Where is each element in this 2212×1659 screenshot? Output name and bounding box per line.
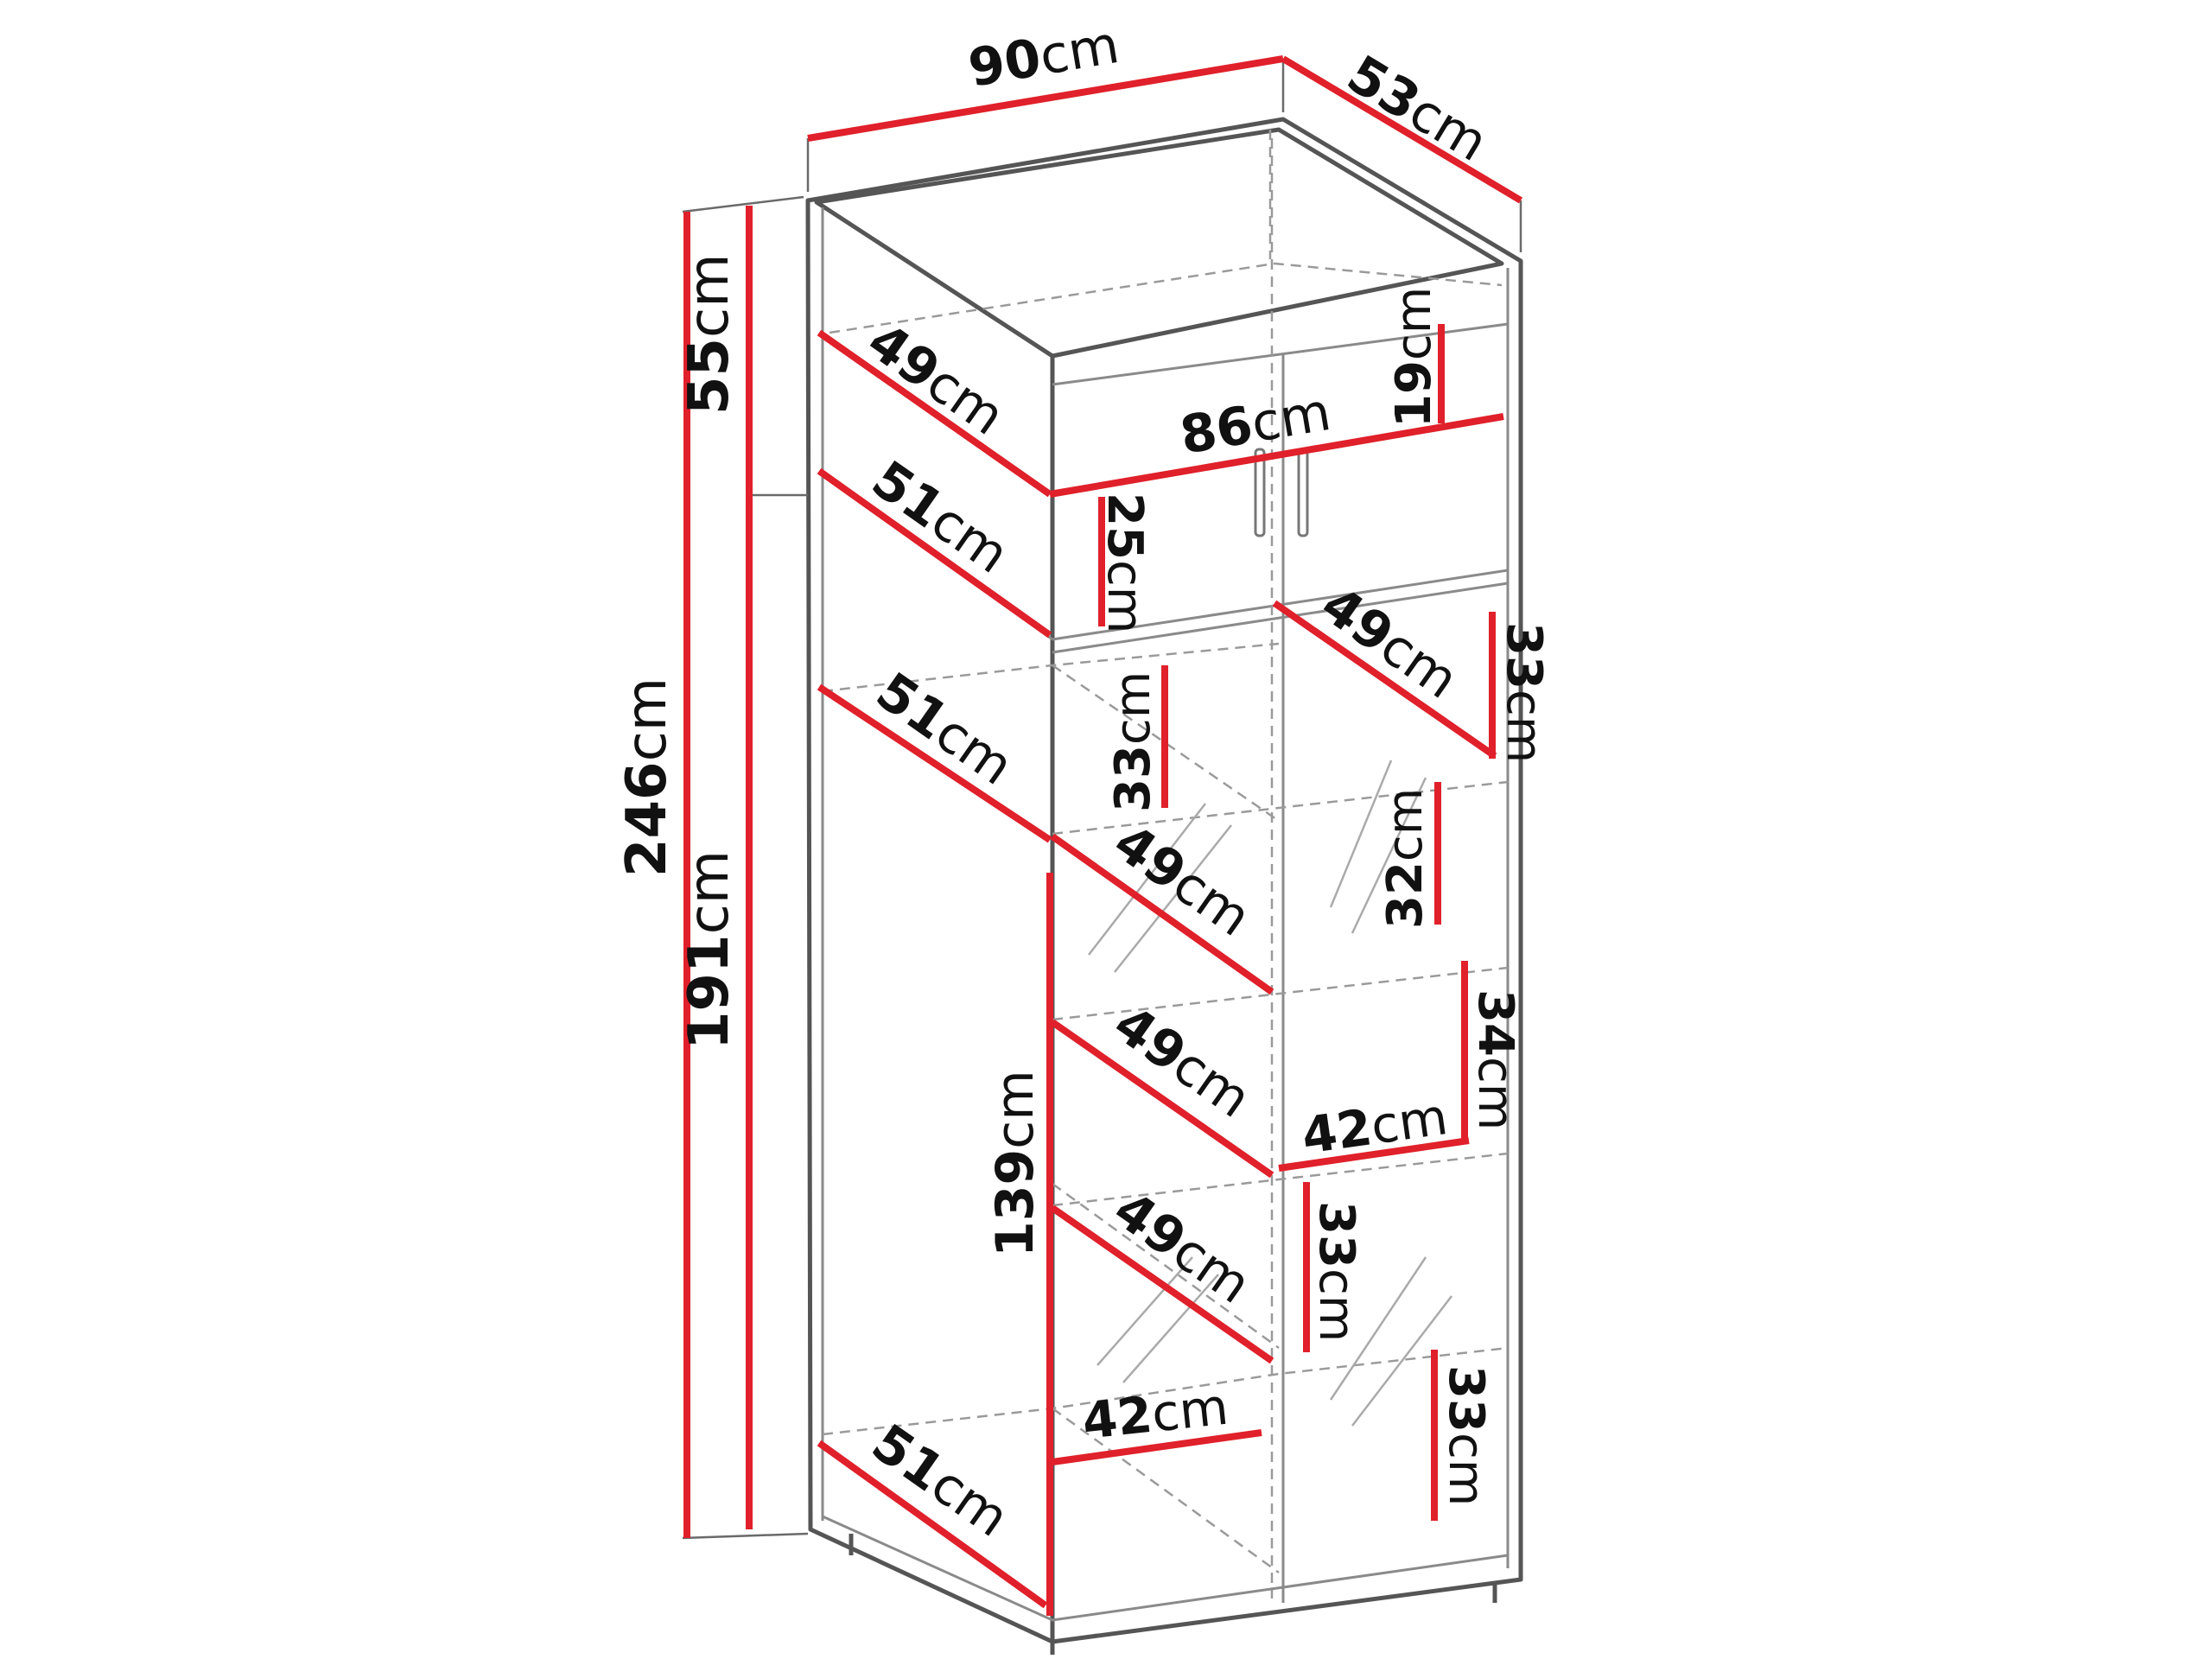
extension-lines (682, 59, 1522, 1540)
shelf-left-2 (1052, 780, 1509, 836)
shelf-left-3 (1052, 966, 1509, 1021)
dim-line-left-shelf-2-depth (1050, 1019, 1274, 1179)
dim-label-upper-inner-width: 86cm (1176, 382, 1335, 467)
dimension-labels: 90cm 53cm 246cm 55cm 191cm 49cm 19cm 86c… (615, 15, 1552, 1549)
dim-label-depth-top: 53cm (1337, 44, 1497, 174)
right-door-handle (1297, 448, 1309, 537)
dim-line-left-bottom-width (1052, 1429, 1262, 1465)
glass-reflections (1088, 760, 1452, 1427)
dimension-lines (683, 55, 1523, 1616)
dim-label-right-shelf-3-height: 34cm (1467, 989, 1523, 1130)
dim-line-width-top (807, 55, 1284, 142)
cabinet-top-face (814, 127, 1504, 359)
upper-door-top (1052, 322, 1509, 386)
dim-label-right-shelf-2-height: 32cm (1377, 788, 1433, 929)
left-door-handle (1254, 448, 1266, 537)
dim-label-upper-compartment-height: 25cm (1096, 493, 1153, 633)
dim-line-upper-inner-width (1049, 413, 1504, 498)
shelf-depth-lines (1052, 664, 1280, 823)
dim-line-bottom-depth (817, 1440, 1048, 1609)
dim-line-upper-floor-depth (817, 467, 1052, 639)
dim-line-upper-shelf-depth (817, 329, 1052, 498)
dim-label-left-bottom-width: 42cm (1079, 1377, 1230, 1451)
plinth (822, 1515, 1509, 1622)
dim-label-left-hanging-height: 139cm (985, 1070, 1046, 1257)
cabinet-outline (805, 117, 1523, 1644)
dim-line-right-shelf-width-1 (1278, 1137, 1470, 1172)
dim-line-left-top-floor-depth (817, 683, 1052, 843)
dim-line-left-shelf-1-depth (1050, 833, 1274, 995)
dim-label-right-top-height: 33cm (1496, 622, 1552, 763)
shelf-depth-lines-3 (1052, 1407, 1280, 1574)
dim-line-left-shelf-3-depth (1050, 1205, 1274, 1364)
dim-label-left-top-height: 33cm (1105, 671, 1161, 812)
shelf-left-4 (1052, 1152, 1509, 1207)
dim-label-right-shelf-width-1: 42cm (1298, 1087, 1451, 1166)
dim-label-height-lower: 191cm (677, 850, 741, 1050)
dim-line-depth-top (1281, 55, 1523, 204)
shelf-left-5 (822, 1346, 1509, 1436)
top-face-hidden-edges (829, 262, 1503, 334)
shelf-depth-lines-2 (1052, 1182, 1280, 1350)
lower-cabinet-top (1052, 582, 1509, 654)
dim-label-right-bottom-height: 33cm (1438, 1365, 1494, 1506)
dim-label-height-total: 246cm (615, 677, 679, 877)
dim-label-left-top-floor-depth: 51cm (865, 661, 1023, 798)
dim-label-width-top: 90cm (964, 15, 1123, 99)
cabinet-drawing (805, 117, 1523, 1655)
dim-label-height-upper: 55cm (677, 253, 741, 415)
dim-label-upper-inner-height: 19cm (1386, 287, 1442, 428)
dim-line-right-top-shelf-depth (1272, 600, 1497, 760)
dim-label-right-shelf-4-height: 33cm (1308, 1201, 1364, 1342)
